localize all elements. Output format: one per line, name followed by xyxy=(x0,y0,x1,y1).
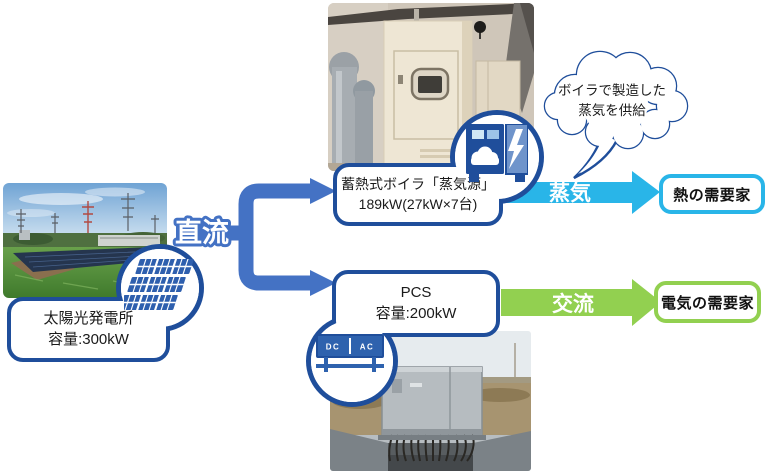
ac-arrow-body xyxy=(501,289,632,316)
solar-plant-photo xyxy=(3,183,167,298)
heat-consumer-box: 熱の需要家 xyxy=(659,174,765,214)
solar-panel-icon xyxy=(124,259,194,310)
dc-ac-converter-icon: DC AC xyxy=(316,334,384,372)
steam-supply-callout: ボイラで製造した 蒸気を供給 xyxy=(543,50,689,180)
steam-arrowhead xyxy=(632,171,660,214)
pcs-node-box xyxy=(332,270,500,337)
transmission-towers xyxy=(16,193,159,233)
steam-flow-label: 蒸気 xyxy=(549,181,591,205)
solar-node-box xyxy=(7,297,170,362)
callout-line1: ボイラで製造した xyxy=(558,83,666,98)
dc-text: DC xyxy=(326,343,341,352)
ac-flow-label: 交流 xyxy=(552,292,594,316)
electric-consumer-label: 電気の需要家 xyxy=(660,294,754,312)
dc-arrowhead-top xyxy=(310,178,336,204)
heat-consumer-label: 熱の需要家 xyxy=(673,186,751,204)
lightning-bolt-icon xyxy=(508,129,524,169)
ac-text: AC xyxy=(360,343,375,352)
electric-consumer-box: 電気の需要家 xyxy=(654,281,761,323)
solar-plant-photo-art xyxy=(3,183,167,298)
dc-arrowhead-bottom xyxy=(310,270,336,296)
boiler-steam-icon xyxy=(466,124,528,182)
steam-arrow-body xyxy=(506,182,632,203)
ac-arrowhead xyxy=(632,279,661,326)
callout-line2: 蒸気を供給 xyxy=(578,103,646,118)
dc-branch-line xyxy=(238,183,312,291)
dc-flow-label: 直流 xyxy=(175,218,229,248)
